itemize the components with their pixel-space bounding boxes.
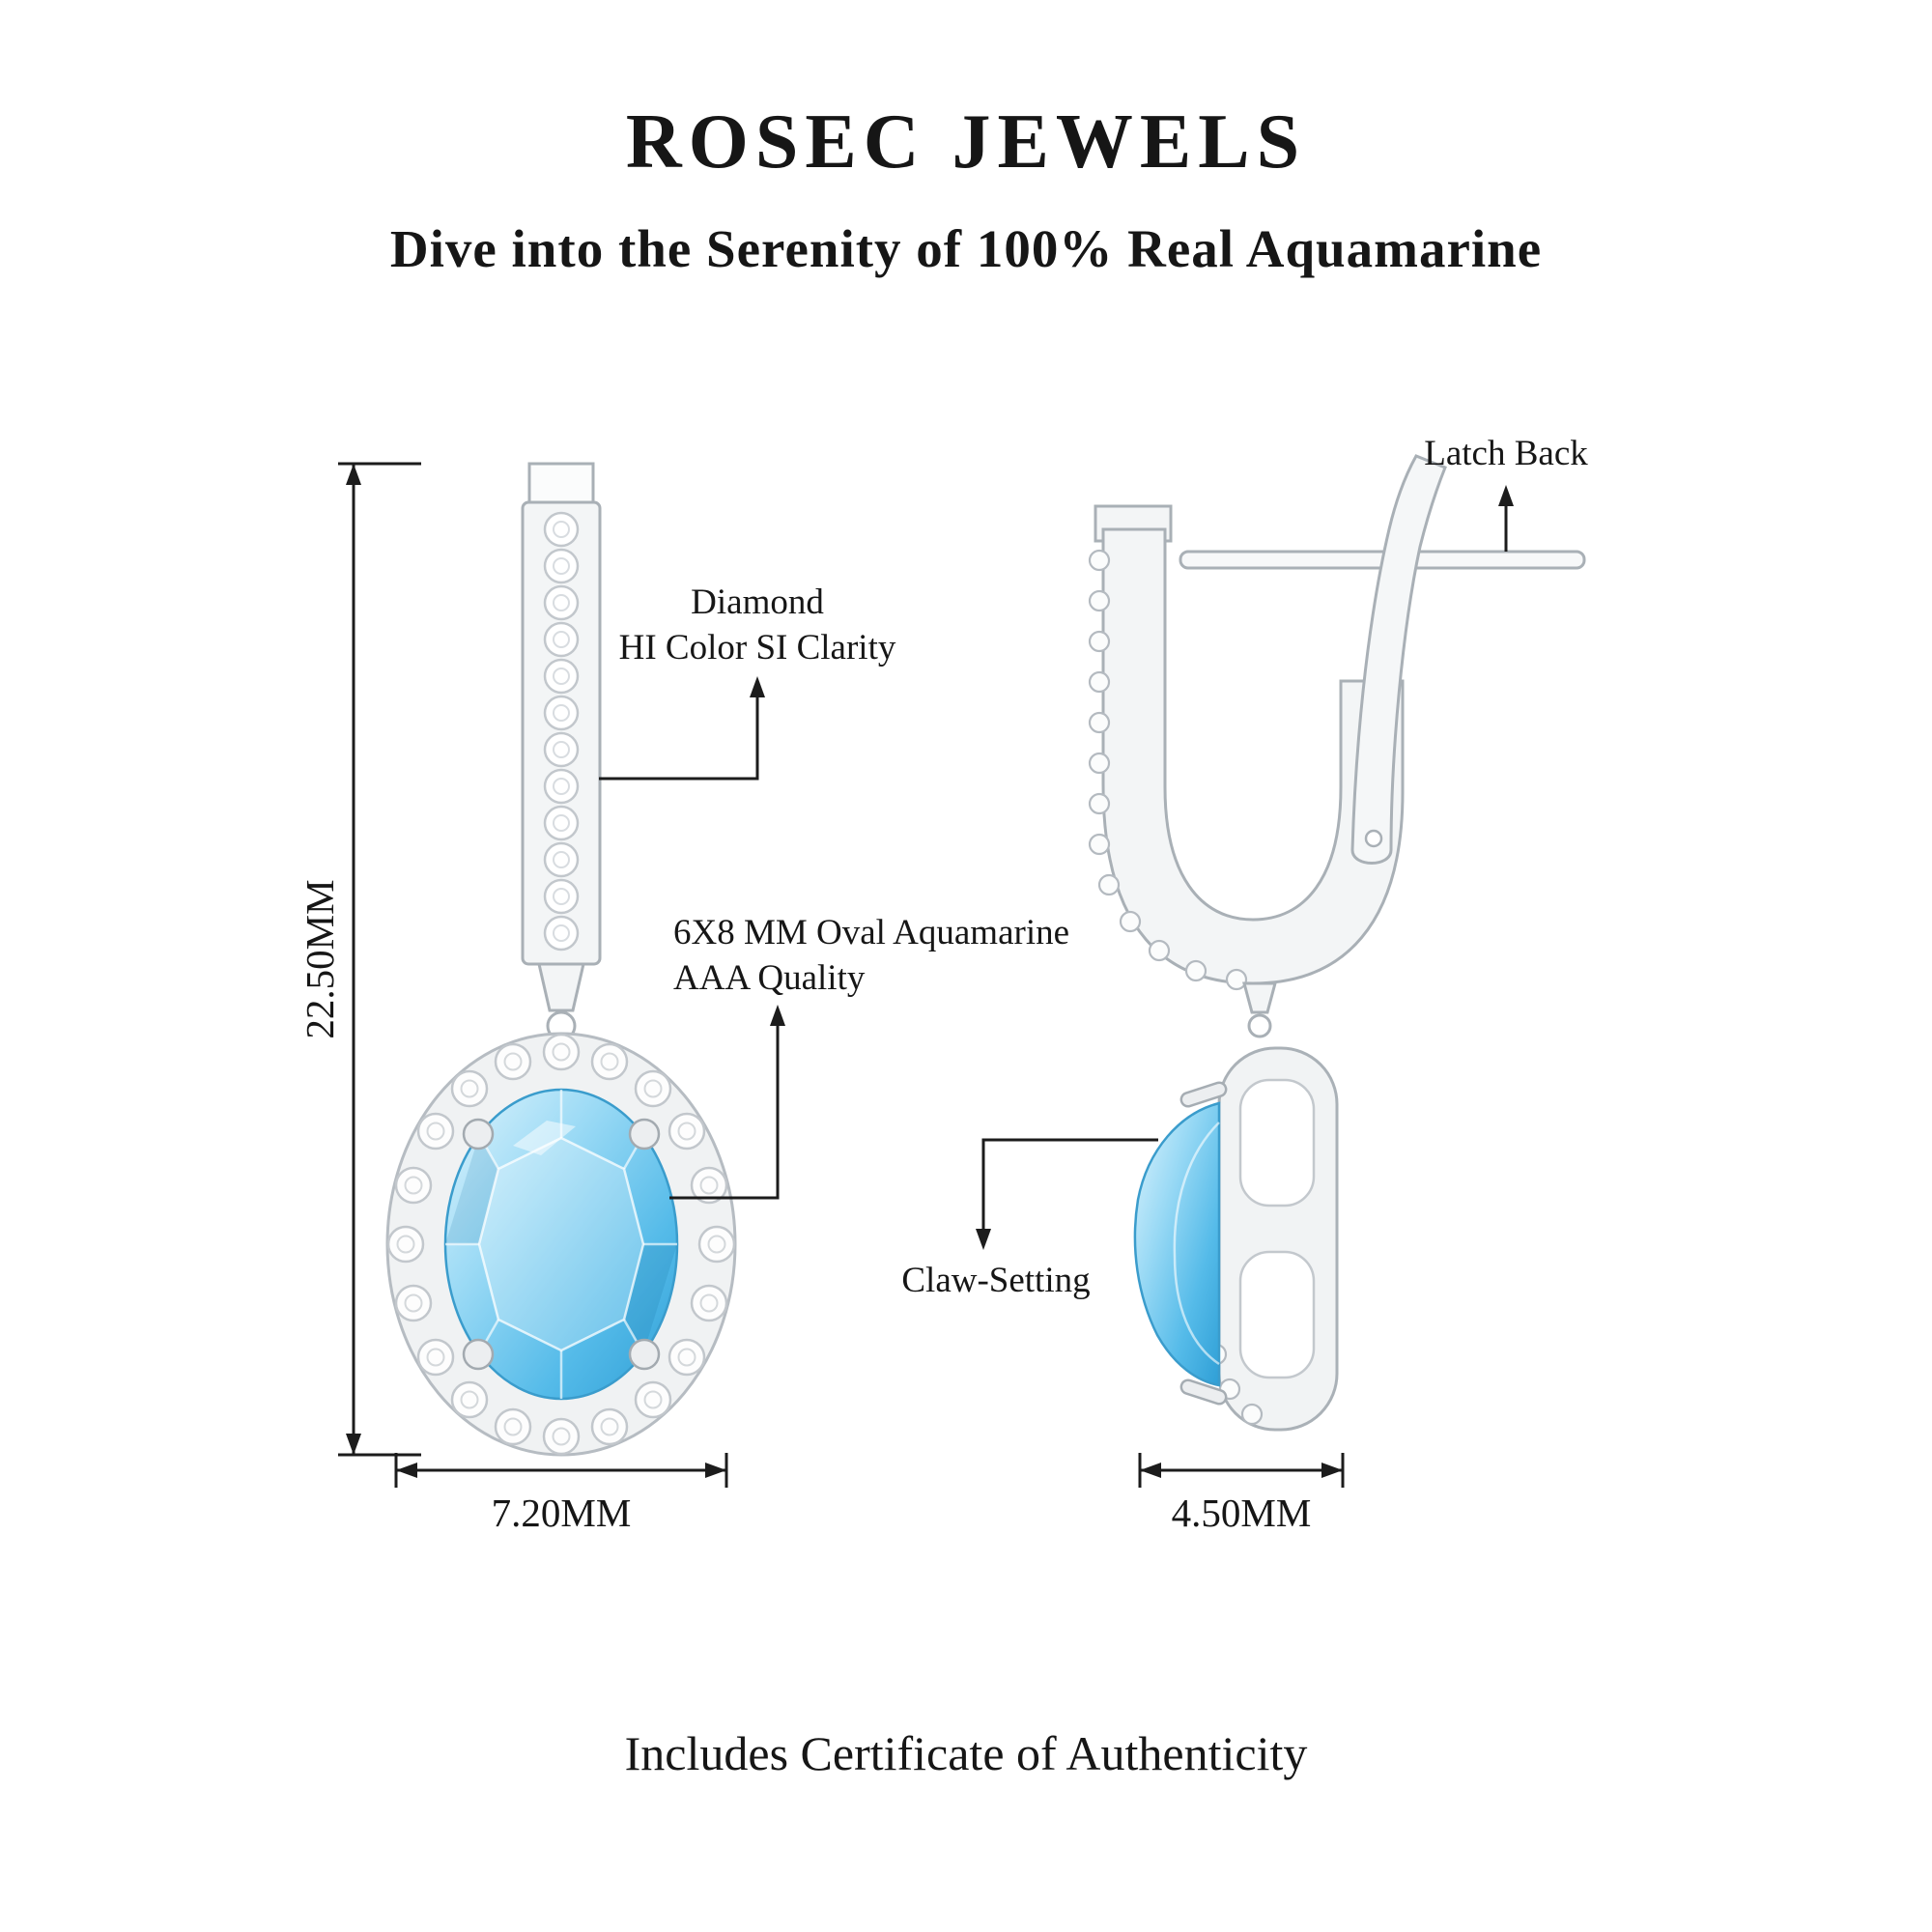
halo-diamond-facets xyxy=(396,1042,726,1446)
dimension-width-side xyxy=(1138,1453,1345,1488)
brand-title: ROSEC JEWELS xyxy=(625,99,1307,185)
stone-callout-label: 6X8 MM Oval Aquamarine AAA Quality xyxy=(673,910,1137,1002)
certificate-note: Includes Certificate of Authenticity xyxy=(624,1726,1308,1780)
bar-diamonds xyxy=(543,511,580,952)
stone-callout-line1: 6X8 MM Oval Aquamarine xyxy=(673,913,1070,952)
frame-slot-bottom xyxy=(1238,1250,1316,1379)
front-width-dimension-label: 7.20MM xyxy=(491,1491,632,1535)
height-dimension-label: 22.50MM xyxy=(298,879,342,1039)
claw-prongs-front xyxy=(462,1118,661,1371)
diamond-callout-line1: Diamond xyxy=(691,582,824,622)
front-connector xyxy=(537,962,585,1012)
frame-slot-top xyxy=(1238,1078,1316,1208)
diamond-callout-label: Diamond HI Color SI Clarity xyxy=(561,580,953,671)
side-bail xyxy=(1247,1013,1272,1038)
latch-lever xyxy=(1350,454,1447,865)
callout-arrow-diamond xyxy=(599,676,765,781)
earring-side-view xyxy=(1088,454,1586,1432)
latch-pivot xyxy=(1364,829,1383,848)
bar-diamond-facets xyxy=(553,521,570,942)
halo-diamonds xyxy=(386,1033,736,1456)
aquamarine-gem-side xyxy=(1133,1101,1221,1387)
claw-prongs-side xyxy=(1179,1081,1228,1406)
latch-callout-label: Latch Back xyxy=(1424,434,1588,473)
callout-arrow-stone xyxy=(669,1005,785,1200)
hoop-diamonds xyxy=(1088,549,1248,991)
front-post-cap xyxy=(527,462,595,506)
callout-arrow-latch xyxy=(1498,485,1514,552)
side-connector xyxy=(1242,981,1277,1014)
tagline: Dive into the Serenity of 100% Real Aqua… xyxy=(389,219,1543,278)
earring-front-view xyxy=(385,462,737,1457)
side-width-dimension-label: 4.50MM xyxy=(1171,1491,1312,1535)
claw-callout-label: Claw-Setting xyxy=(901,1261,1091,1300)
diamond-callout-line2: HI Color SI Clarity xyxy=(618,628,896,668)
dimension-height xyxy=(338,462,421,1457)
dimension-width-front xyxy=(394,1453,728,1488)
stone-callout-line2: AAA Quality xyxy=(673,958,866,999)
callout-arrow-claw xyxy=(976,1138,1158,1250)
